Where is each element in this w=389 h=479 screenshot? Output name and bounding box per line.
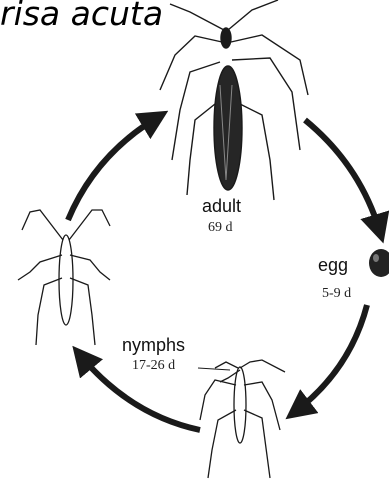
arrow-adult-to-egg — [305, 120, 380, 232]
egg-duration: 5-9 d — [322, 286, 351, 302]
nymphs-duration: 17-26 d — [132, 358, 175, 374]
early-nymph-icon — [18, 210, 110, 345]
egg-label: egg — [318, 255, 348, 276]
adult-label: adult — [202, 196, 241, 217]
arrow-early-nymph-to-adult — [68, 117, 158, 220]
late-nymph-icon — [200, 360, 285, 478]
adult-duration: 69 d — [208, 220, 233, 236]
adult-insect-icon — [160, 0, 308, 200]
arrow-egg-to-late-nymph — [295, 305, 367, 412]
egg-icon — [369, 249, 389, 277]
nymphs-label: nymphs — [122, 335, 185, 356]
